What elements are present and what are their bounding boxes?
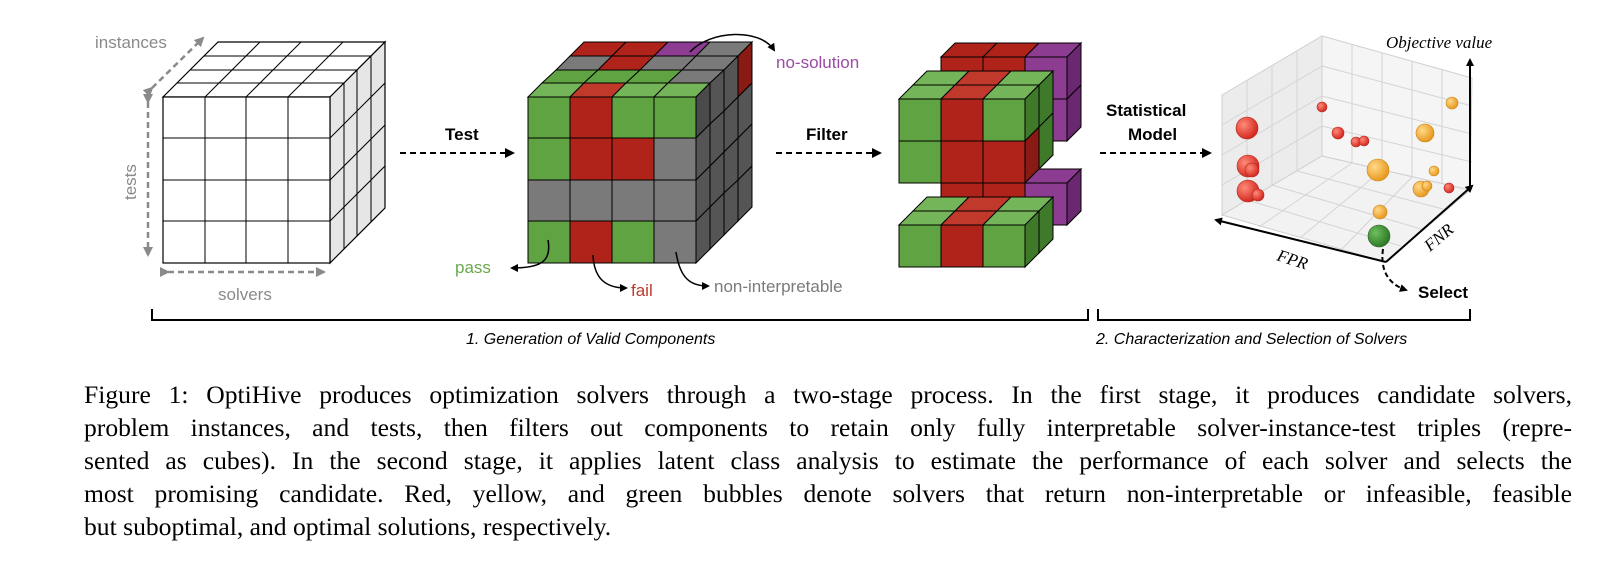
caption-line: sented as cubes). In the second stage, i… [84, 446, 1572, 475]
statistical-model-arrow: Statistical Model [1100, 101, 1212, 158]
dimension-arrows [142, 36, 326, 277]
bubble-green [1367, 224, 1391, 248]
model-label: Model [1128, 125, 1177, 144]
bubble-yellow [1372, 204, 1388, 220]
filter-arrow: Filter [776, 125, 882, 158]
caption-line: most promising candidate. Red, yellow, a… [84, 479, 1572, 508]
filtered-cube [897, 41, 1083, 269]
tests-label: tests [121, 164, 140, 200]
bubble-red [1443, 182, 1455, 194]
test-arrow: Test [400, 125, 515, 158]
figure-caption: Figure 1: OptiHive produces optimization… [84, 378, 1572, 543]
select-arrow [1381, 248, 1408, 292]
bubble-yellow [1428, 165, 1440, 177]
stage-brackets [151, 309, 1471, 321]
annotation-arrows [510, 33, 776, 292]
filter-label: Filter [806, 125, 848, 144]
fpr-label: FPR [1274, 245, 1311, 273]
bubble-yellow [1421, 180, 1433, 192]
fail-label: fail [631, 281, 653, 300]
test-label: Test [445, 125, 479, 144]
no-solution-label: no-solution [776, 53, 859, 72]
select-label: Select [1418, 283, 1468, 302]
bubble-yellow [1366, 158, 1390, 182]
bubble-red [1244, 162, 1260, 178]
stage2-label: 2. Characterization and Selection of Sol… [1095, 331, 1407, 348]
solvers-label: solvers [218, 285, 272, 304]
pass-label: pass [455, 258, 491, 277]
bubble-red [1358, 135, 1370, 147]
non-interpretable-label: non-interpretable [714, 277, 843, 296]
caption-line: Figure 1: OptiHive produces optimization… [84, 380, 1572, 409]
bubble-red [1251, 188, 1265, 202]
bubble-plot: Objective value FNR FPR Select [1214, 33, 1493, 302]
empty-cube [161, 40, 387, 265]
stage1-label: 1. Generation of Valid Components [466, 331, 715, 348]
bubble-yellow [1445, 96, 1459, 110]
caption-line: but suboptimal, and optimal solutions, r… [84, 512, 612, 541]
bubble-yellow [1415, 123, 1435, 143]
instances-label: instances [95, 33, 167, 52]
objective-value-label: Objective value [1386, 33, 1493, 52]
bubble-red [1235, 116, 1259, 140]
pipeline-figure: instances tests solvers Test [95, 33, 1493, 348]
tested-cube [526, 40, 754, 265]
statistical-label: Statistical [1106, 101, 1186, 120]
caption-line: problem instances, and tests, then filte… [84, 413, 1572, 442]
bubble-red [1316, 101, 1328, 113]
bubble-red [1331, 126, 1345, 140]
